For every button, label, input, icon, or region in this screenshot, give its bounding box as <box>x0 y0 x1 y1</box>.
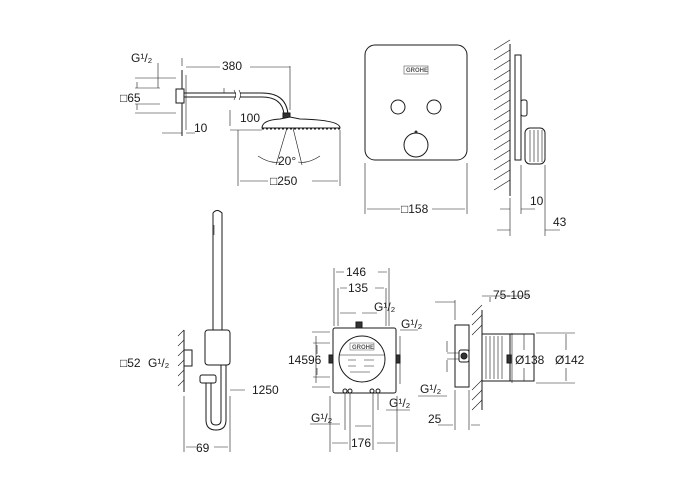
dim-spray-angle: 20° <box>278 154 296 168</box>
dim-head-size: □250 <box>270 174 298 188</box>
dim-bottom-thread-left: G¹/₂ <box>311 411 333 425</box>
dim-wall-offset: 10 <box>194 121 208 135</box>
dim-thread-hand: G¹/₂ <box>148 356 170 370</box>
shower-head <box>261 116 341 129</box>
dim-total-depth: 43 <box>553 215 567 229</box>
dim-holder: □52 <box>120 356 141 370</box>
dim-height-outer: 145 <box>288 353 308 367</box>
box-grohe-logo: GROHE <box>352 345 374 351</box>
dim-projection: 69 <box>196 441 210 455</box>
dim-arm-length: 380 <box>222 59 242 73</box>
hand-shower-drawing: 1250 □52 G¹/₂ 69 <box>120 210 279 455</box>
dim-diameter-outer: Ø142 <box>555 353 585 367</box>
wall-flange <box>175 88 185 104</box>
button-right <box>426 99 442 115</box>
rough-in-side: 75-105 Ø138 Ø142 G¹/₂ 25 <box>418 288 585 430</box>
dim-plate-depth: 10 <box>530 194 544 208</box>
head-shower-drawing: 380 G¹/₂ □65 100 10 20° □250 <box>120 51 341 188</box>
dim-hose-length: 1250 <box>252 383 279 397</box>
dim-drop: 100 <box>240 111 260 125</box>
dim-bottom-width: 176 <box>351 436 371 450</box>
dim-diameter-inner: Ø138 <box>515 353 545 367</box>
wall-holder <box>204 329 231 366</box>
thermostat-dial <box>403 132 429 158</box>
button-left <box>390 99 406 115</box>
dim-height-inner: 96 <box>308 353 322 367</box>
dim-top-thread: G¹/₂ <box>374 300 396 314</box>
rough-in-box-front: GROHE 146 135 G¹/₂ G¹/₂ 145 96 G¹/₂ G¹/₂… <box>288 265 423 452</box>
hand-shower <box>212 210 223 331</box>
dim-bottom-thread-right: G¹/₂ <box>389 396 411 410</box>
dim-depth-range: 75-105 <box>493 288 531 302</box>
dim-outer-width: 146 <box>346 265 366 279</box>
dim-side-thread: G¹/₂ <box>401 317 423 331</box>
plate-side <box>514 54 522 161</box>
control-plate-side: 10 43 <box>493 39 567 236</box>
grohe-logo: GROHE <box>406 68 428 74</box>
dim-thread-head: G¹/₂ <box>131 51 153 65</box>
dim-plate-width: □158 <box>401 202 429 216</box>
wall-outlet <box>183 349 193 367</box>
dim-inner-width: 135 <box>348 281 368 295</box>
dim-thread-side: G¹/₂ <box>420 382 442 396</box>
dim-flange: □65 <box>120 91 141 105</box>
plate <box>364 44 468 161</box>
control-plate-front: GROHE □158 <box>364 44 468 216</box>
dim-front-offset: 25 <box>428 412 442 426</box>
